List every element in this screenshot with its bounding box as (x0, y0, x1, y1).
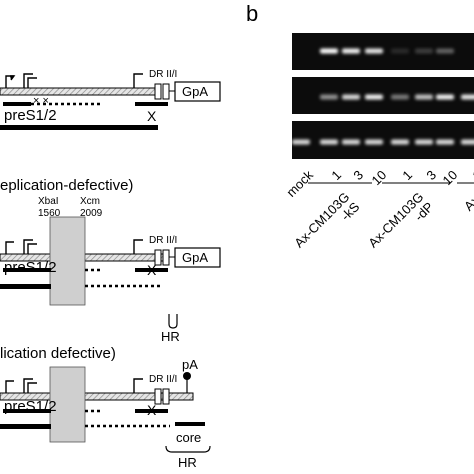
gel-band-row1-lane7 (436, 48, 454, 54)
construct-2-title: eplication-defective) (0, 177, 134, 194)
construct-3 (0, 366, 211, 453)
dr-label-1: DR II/I (149, 69, 178, 80)
x-label-2: X (147, 262, 157, 278)
long-bar-1 (0, 125, 158, 130)
hr-bracket-3 (165, 445, 211, 453)
dr-box-3a (154, 388, 162, 405)
core-label: core (176, 430, 202, 445)
gel-band-row2-lane5 (391, 94, 409, 100)
gel-band-row3-lane4 (365, 139, 383, 145)
construct-1 (0, 73, 221, 130)
gel-panel (292, 33, 474, 184)
pres-label-3: preS1/2 (4, 398, 57, 415)
gel-band-row3-lane7 (436, 139, 454, 145)
promoter-arrows-2 (5, 239, 143, 254)
gel-band-row1-lane4 (365, 48, 383, 54)
gel-band-row3-lane8 (461, 139, 474, 145)
long-bar-3 (0, 424, 51, 429)
dr-box-2a (154, 249, 162, 266)
pa-label: pA (182, 357, 198, 372)
gel-band-row2-lane8 (461, 94, 474, 100)
gel-band-row1-lane2 (320, 48, 338, 54)
xbal-pos: 1560 (38, 208, 61, 219)
dr-label-3: DR II/I (149, 374, 178, 385)
gel-band-row3-lane3 (342, 139, 360, 145)
panel-b-label: b (246, 1, 259, 26)
pres-label-2: preS1/2 (4, 259, 57, 276)
hr-label-2: HR (161, 329, 180, 344)
gel-band-row1-lane5 (391, 48, 409, 54)
pa-icon (183, 372, 191, 380)
pres-bar-2 (3, 268, 51, 272)
gel-band-row1-lane3 (342, 48, 360, 54)
gel-band-row3-lane1 (292, 139, 310, 145)
xcm-pos: 2009 (80, 208, 103, 219)
pres-label-1: preS1/2 (4, 107, 57, 124)
gpa-label-2: GpA (182, 250, 209, 265)
xbal-label: XbaI (38, 196, 59, 207)
x-bar-3 (135, 409, 168, 413)
gel-band-row2-lane2 (320, 94, 338, 100)
gpa-label-1: GpA (182, 84, 209, 99)
promoter-arrows-1 (5, 73, 143, 88)
gel-band-row2-lane6 (415, 94, 433, 100)
promoter-arrows-3 (5, 378, 143, 393)
hr-label-3: HR (178, 455, 197, 470)
core-bar-3 (175, 422, 205, 426)
x-label-3: X (147, 402, 157, 418)
construct-3-backbone (0, 392, 194, 401)
gel-bands (292, 48, 474, 145)
x-bar-2 (135, 268, 168, 272)
dr-label-2: DR II/I (149, 235, 178, 246)
xcm-label: Xcm (80, 196, 100, 207)
dr-box-2b (162, 249, 170, 266)
dr-box-3b (162, 388, 170, 405)
gel-band-row2-lane7 (436, 94, 454, 100)
gel-band-row3-lane5 (391, 139, 409, 145)
crosses-1: × × (33, 95, 49, 107)
gel-band-row3-lane6 (415, 139, 433, 145)
gel-band-row1-lane6 (415, 48, 433, 54)
hr-bracket-2 (168, 314, 178, 329)
deletion-region-2 (49, 216, 86, 306)
construct-2 (0, 216, 221, 329)
x-bar-1 (135, 102, 168, 106)
pres-bar-3 (3, 409, 51, 413)
construct-3-title: lication defective) (0, 345, 116, 362)
dr-box-1b (162, 83, 170, 100)
gel-band-row3-lane2 (320, 139, 338, 145)
construct-1-backbone (0, 87, 161, 96)
dr-box-1a (154, 83, 162, 100)
pres-bar-1 (3, 102, 31, 106)
deletion-region-3 (49, 366, 86, 443)
x-label-1: X (147, 108, 157, 124)
long-bar-2 (0, 284, 51, 289)
gel-band-row2-lane4 (365, 94, 383, 100)
gel-band-row2-lane3 (342, 94, 360, 100)
